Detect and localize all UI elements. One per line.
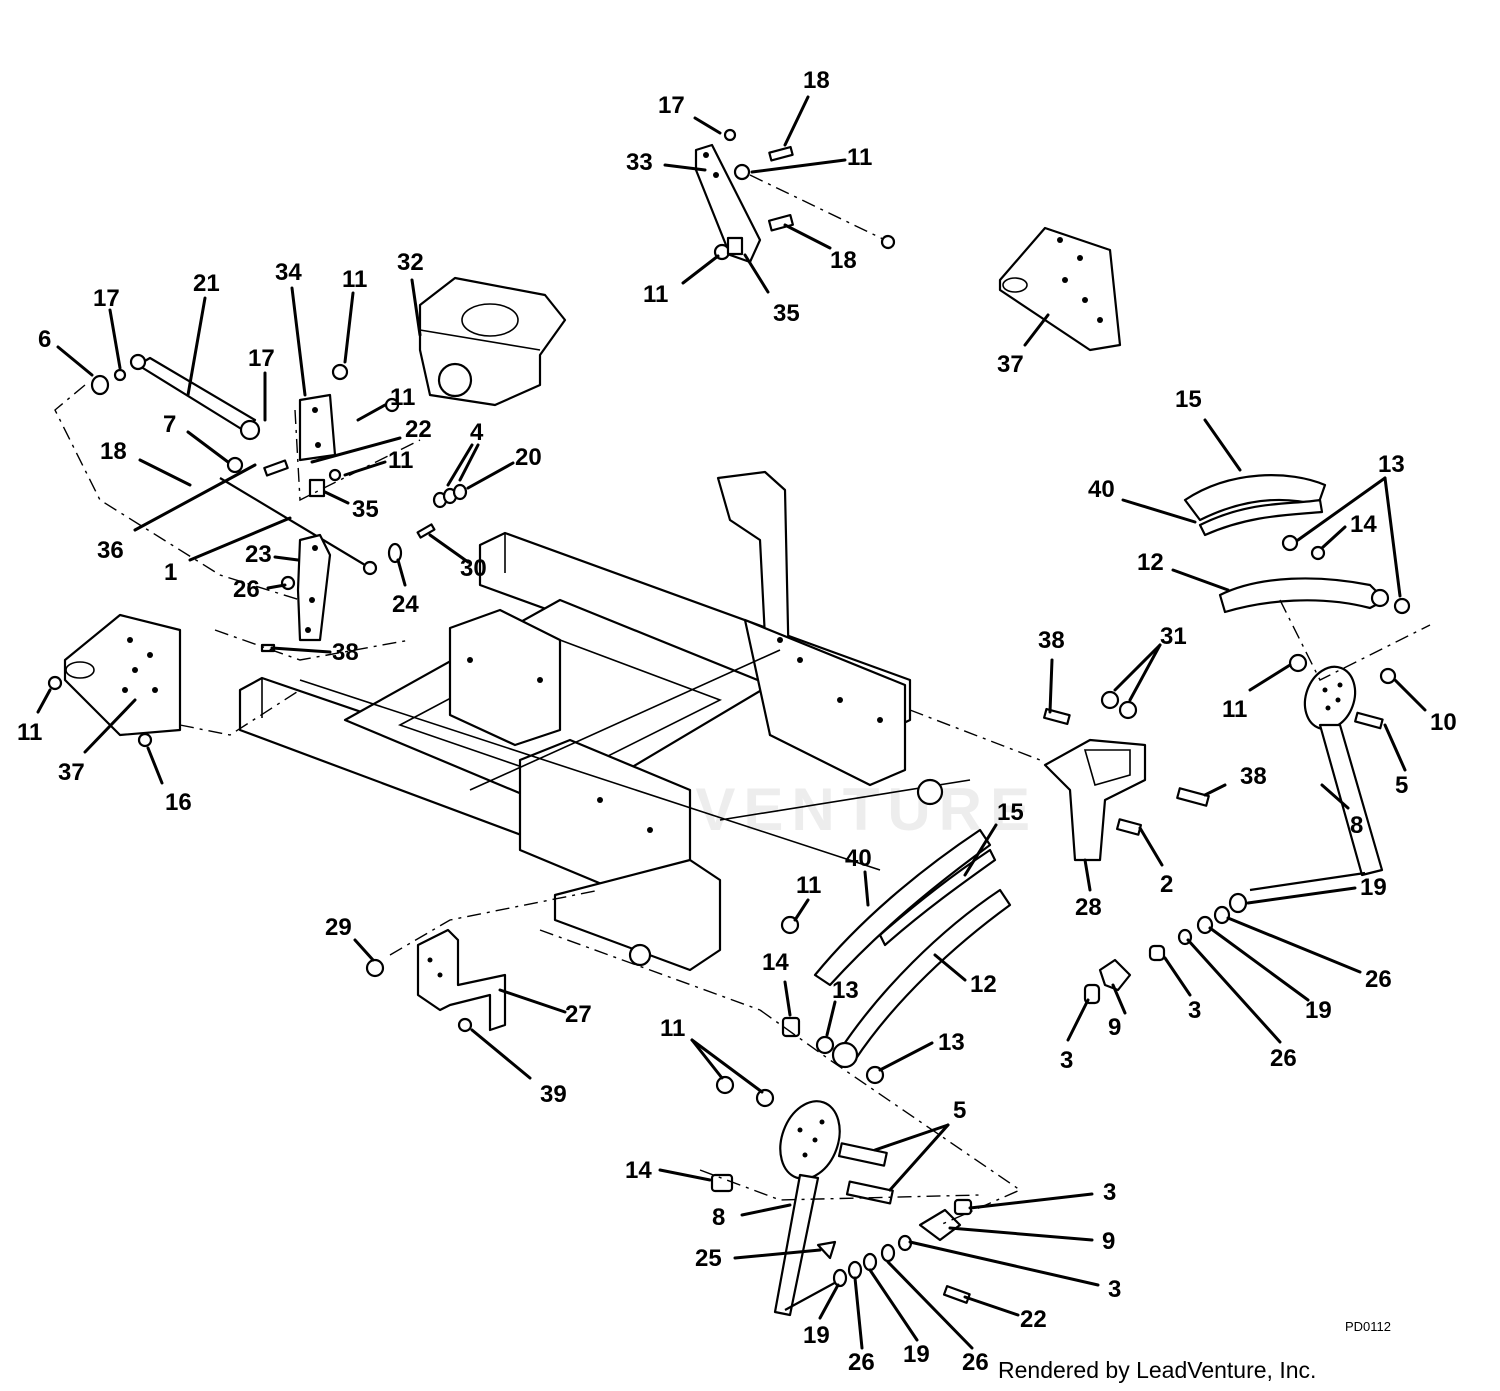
callout-label: 11 bbox=[390, 384, 415, 411]
callout-label: 17 bbox=[248, 345, 275, 372]
callout-label: 37 bbox=[997, 351, 1024, 378]
callout-label: 4 bbox=[470, 419, 484, 446]
callout-label: 26 bbox=[233, 576, 260, 603]
callout-label: 14 bbox=[625, 1157, 652, 1184]
callout-label: 11 bbox=[796, 872, 821, 899]
callout-label: 11 bbox=[342, 266, 367, 293]
frame bbox=[238, 470, 971, 972]
callout-label: 13 bbox=[938, 1029, 965, 1056]
callout-label: 28 bbox=[1075, 894, 1102, 921]
callout-label: 27 bbox=[565, 1001, 592, 1028]
callout-label: 11 bbox=[847, 144, 872, 171]
callout-label: 38 bbox=[1038, 627, 1065, 654]
callout-label: 24 bbox=[392, 591, 419, 618]
callout-label: 3 bbox=[1188, 997, 1201, 1024]
callout-label: 20 bbox=[515, 444, 542, 471]
callout-label: 18 bbox=[100, 438, 127, 465]
callout-label: 8 bbox=[1350, 812, 1363, 839]
right-pedal-assembly bbox=[909, 474, 1431, 1005]
callout-label: 33 bbox=[626, 149, 653, 176]
diagram-code: PD0112 bbox=[1345, 1319, 1391, 1334]
callout-label: 19 bbox=[1360, 874, 1387, 901]
callout-label: 15 bbox=[997, 799, 1024, 826]
callout-label: 36 bbox=[97, 537, 124, 564]
callout-label: 9 bbox=[1108, 1014, 1121, 1041]
callout-label: 11 bbox=[643, 281, 668, 308]
callout-label: 38 bbox=[1240, 763, 1267, 790]
callout-label: 35 bbox=[773, 300, 800, 327]
callout-label: 1 bbox=[164, 559, 177, 586]
callout-label: 40 bbox=[845, 845, 872, 872]
callout-label: 11 bbox=[660, 1015, 685, 1042]
callout-label: 19 bbox=[803, 1322, 830, 1349]
side-plate-left bbox=[47, 613, 301, 748]
callout-label: 15 bbox=[1175, 386, 1202, 413]
callout-labels: 17 18 11 33 18 11 35 37 6 17 21 34 11 32… bbox=[17, 67, 1457, 1376]
leader-lines bbox=[36, 95, 1427, 1350]
callout-label: 7 bbox=[163, 411, 176, 438]
callout-label: 39 bbox=[540, 1081, 567, 1108]
callout-label: 14 bbox=[1350, 511, 1377, 538]
callout-label: 19 bbox=[903, 1341, 930, 1368]
callout-label: 3 bbox=[1108, 1276, 1121, 1303]
render-credit: Rendered by LeadVenture, Inc. bbox=[998, 1357, 1316, 1383]
side-plate-right bbox=[998, 226, 1122, 352]
callout-label: 18 bbox=[830, 247, 857, 274]
callout-label: 29 bbox=[325, 914, 352, 941]
callout-label: 34 bbox=[275, 259, 302, 286]
callout-label: 13 bbox=[832, 977, 859, 1004]
callout-label: 22 bbox=[405, 416, 432, 443]
callout-label: 23 bbox=[245, 541, 272, 568]
callout-label: 40 bbox=[1088, 476, 1115, 503]
callout-label: 26 bbox=[962, 1349, 989, 1376]
callout-label: 26 bbox=[1270, 1045, 1297, 1072]
callout-label: 2 bbox=[1160, 871, 1173, 898]
callout-label: 26 bbox=[848, 1349, 875, 1376]
callout-label: 6 bbox=[38, 326, 51, 353]
callout-label: 5 bbox=[1395, 772, 1408, 799]
callout-label: 18 bbox=[803, 67, 830, 94]
callout-label: 22 bbox=[1020, 1306, 1047, 1333]
callout-label: 11 bbox=[17, 719, 42, 746]
callout-label: 32 bbox=[397, 249, 424, 276]
callout-label: 12 bbox=[1137, 549, 1164, 576]
callout-label: 14 bbox=[762, 949, 789, 976]
callout-label: 10 bbox=[1430, 709, 1457, 736]
callout-label: 35 bbox=[352, 496, 379, 523]
callout-label: 11 bbox=[388, 447, 413, 474]
callout-label: 31 bbox=[1160, 623, 1187, 650]
callout-label: 17 bbox=[658, 92, 685, 119]
callout-label: 9 bbox=[1102, 1228, 1115, 1255]
callout-label: 25 bbox=[695, 1245, 722, 1272]
lower-assembly bbox=[365, 828, 1022, 1317]
callout-label: 13 bbox=[1378, 451, 1405, 478]
callout-label: 37 bbox=[58, 759, 85, 786]
callout-label: 19 bbox=[1305, 997, 1332, 1024]
callout-label: 8 bbox=[712, 1204, 725, 1231]
callout-label: 26 bbox=[1365, 966, 1392, 993]
callout-label: 5 bbox=[953, 1097, 966, 1124]
callout-label: 17 bbox=[93, 285, 120, 312]
callout-label: 11 bbox=[1222, 696, 1247, 723]
callout-label: 3 bbox=[1103, 1179, 1116, 1206]
callout-label: 16 bbox=[165, 789, 192, 816]
callout-label: 38 bbox=[332, 639, 359, 666]
callout-label: 12 bbox=[970, 971, 997, 998]
transmission-assembly bbox=[54, 276, 567, 661]
callout-label: 3 bbox=[1060, 1047, 1073, 1074]
callout-label: 30 bbox=[460, 555, 487, 582]
callout-label: 21 bbox=[193, 270, 220, 297]
